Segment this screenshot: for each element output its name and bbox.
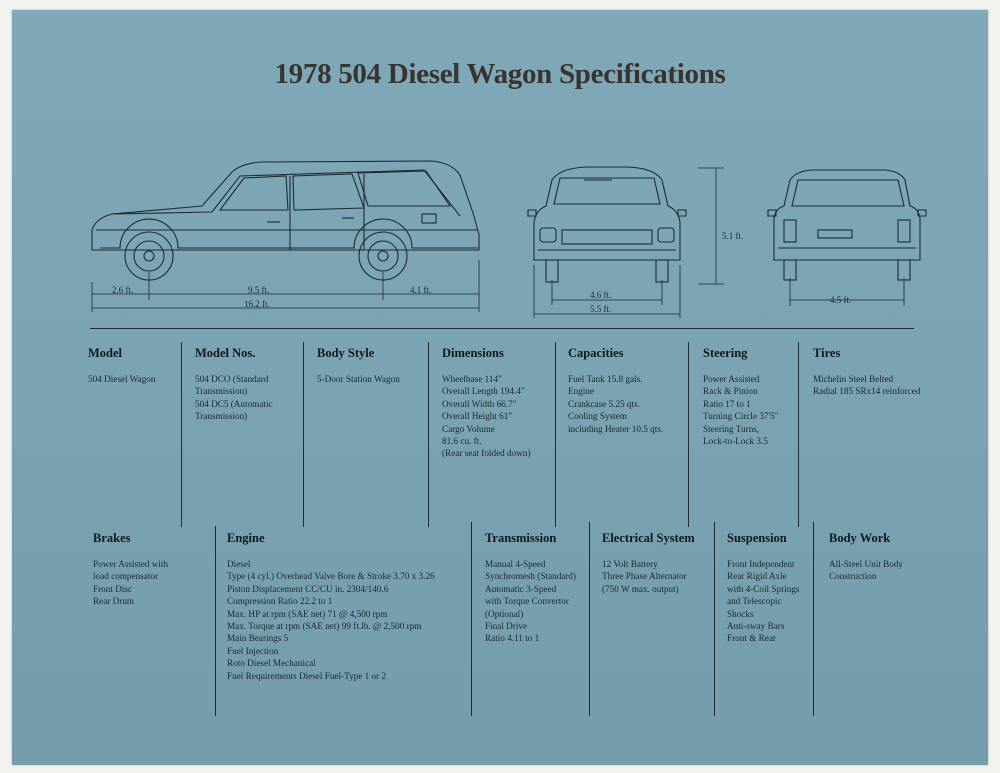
spec-suspension: Suspension Front Independent Rear Rigid … [727, 531, 822, 645]
spec-model: Model 504 Diesel Wagon [88, 346, 183, 385]
rear-view-drawing [767, 169, 927, 306]
spec-text: 504 DCO (Standard Transmission) 504 DC5 … [195, 374, 273, 422]
spec-body-work: Body Work All-Steel Unit Body Constructi… [829, 531, 949, 583]
column-divider [471, 522, 472, 716]
spec-heading: Suspension [727, 531, 787, 545]
page-title: 1978 504 Diesel Wagon Specifications [274, 58, 726, 90]
spec-capacities: Capacities Fuel Tank 15.8 gals. Engine C… [568, 346, 688, 435]
spec-text: All-Steel Unit Body Construction [829, 559, 904, 582]
spec-heading: Capacities [568, 346, 624, 360]
spec-text: Wheelbase 114" Overall Length 194.4" Ove… [442, 374, 531, 459]
spec-heading: Electrical System [602, 531, 695, 545]
dim-front-overhang: 2.6 ft. [112, 285, 133, 295]
spec-body-style: Body Style 5-Door Station Wagon [317, 346, 429, 385]
spec-heading: Tires [813, 346, 841, 360]
column-divider [798, 342, 799, 527]
spec-text: Power Assisted Rack & Pinion Ratio 17 to… [703, 374, 779, 447]
spec-text: Manual 4-Speed Synchromesh (Standard) Au… [485, 559, 577, 644]
column-divider [428, 342, 429, 527]
column-divider [688, 342, 689, 527]
spec-heading: Transmission [485, 531, 557, 545]
spec-sheet: 1978 504 Diesel Wagon Specifications [12, 10, 988, 765]
spec-text: 504 Diesel Wagon [88, 374, 156, 384]
spec-text: Power Assisted with load compensator Fro… [93, 559, 169, 607]
dim-overall-length: 16.2 ft. [244, 299, 270, 309]
spec-text: Diesel Type (4 cyl.) Overhead Valve Bore… [227, 559, 435, 681]
spec-transmission: Transmission Manual 4-Speed Synchromesh … [485, 531, 595, 645]
dim-rear-overhang: 4.1 ft. [410, 285, 431, 295]
spec-text: 12 Volt Battery Three Phase Alternator (… [602, 559, 687, 594]
column-divider [215, 526, 216, 716]
column-divider [714, 522, 715, 716]
dim-front-track: 4.6 ft. [590, 290, 611, 300]
column-divider [181, 342, 182, 527]
spec-steering: Steering Power Assisted Rack & Pinion Ra… [703, 346, 803, 447]
spec-dimensions: Dimensions Wheelbase 114" Overall Length… [442, 346, 554, 460]
spec-heading: Dimensions [442, 346, 504, 360]
column-divider [303, 342, 304, 527]
spec-text: 5-Door Station Wagon [317, 374, 400, 384]
column-divider [813, 522, 814, 716]
section-divider [90, 328, 914, 329]
spec-text: Michelin Steel Belted Radial 185 SRx14 r… [813, 374, 921, 397]
spec-text: Fuel Tank 15.8 gals. Engine Crankcase 5.… [568, 374, 664, 434]
spec-heading: Model [88, 346, 123, 360]
dim-height: 5.1 ft. [722, 231, 743, 241]
side-view-drawing [91, 160, 480, 312]
spec-heading: Model Nos. [195, 346, 256, 360]
front-view-drawing [527, 166, 724, 318]
spec-tires: Tires Michelin Steel Belted Radial 185 S… [813, 346, 963, 398]
spec-brakes: Brakes Power Assisted with load compensa… [93, 531, 213, 608]
spec-heading: Body Work [829, 531, 891, 545]
dim-front-width: 5.5 ft. [590, 304, 611, 314]
spec-heading: Brakes [93, 531, 131, 545]
column-divider [589, 522, 590, 716]
car-drawings: 2.6 ft. 9.5 ft. 4.1 ft. 16.2 ft. [91, 160, 927, 318]
spec-heading: Steering [703, 346, 748, 360]
spec-engine: Engine Diesel Type (4 cyl.) Overhead Val… [227, 531, 477, 682]
spec-text: Front Independent Rear Rigid Axle with 4… [727, 559, 800, 644]
spec-model-nos: Model Nos. 504 DCO (Standard Transmissio… [195, 346, 307, 423]
dim-rear-track: 4.5 ft. [830, 295, 851, 305]
column-divider [555, 342, 556, 527]
spec-heading: Body Style [317, 346, 375, 360]
spec-heading: Engine [227, 531, 265, 545]
dim-wheelbase: 9.5 ft. [248, 285, 269, 295]
spec-electrical-system: Electrical System 12 Volt Battery Three … [602, 531, 717, 595]
